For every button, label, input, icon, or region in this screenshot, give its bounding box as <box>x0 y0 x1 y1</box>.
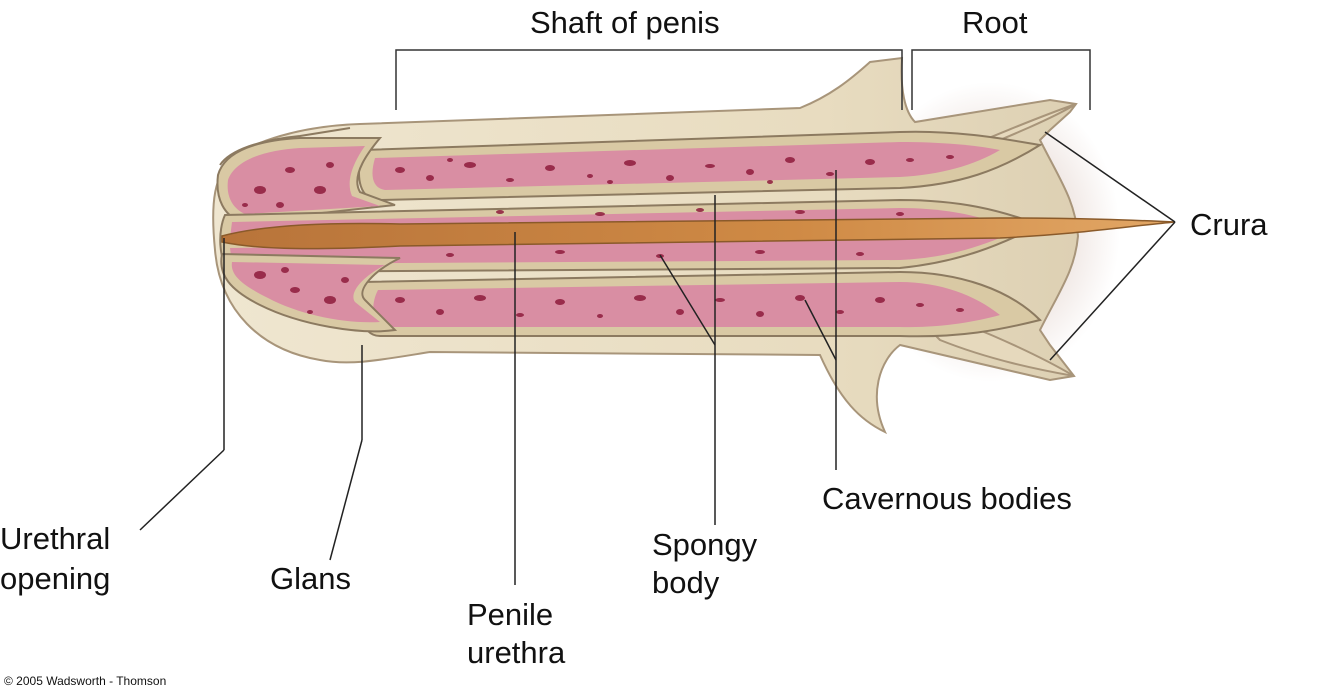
tissue-spots <box>242 155 964 318</box>
label-shaft-of-penis: Shaft of penis <box>530 5 720 40</box>
leader-lines <box>139 131 1176 585</box>
upper-cavernous-body <box>372 142 1001 190</box>
label-urethral-opening-line2: opening <box>0 561 111 596</box>
copyright-credit: © 2005 Wadsworth - Thomson <box>4 674 167 688</box>
label-penile-urethra-line2: urethra <box>467 635 566 670</box>
lower-cavernous-body <box>373 282 1000 328</box>
glans-upper-tissue <box>227 146 380 214</box>
label-spongy-body-line2: body <box>652 565 720 600</box>
label-glans: Glans <box>270 561 351 596</box>
label-cavernous-bodies: Cavernous bodies <box>822 481 1072 516</box>
spongy-body-lower <box>230 238 1000 264</box>
label-urethral-opening-line1: Urethral <box>0 521 111 556</box>
shaft-bracket <box>395 49 903 110</box>
glans-lower-tissue <box>231 262 385 323</box>
label-spongy-body-line1: Spongy <box>652 527 758 562</box>
label-penile-urethra-line1: Penile <box>467 597 554 632</box>
label-crura: Crura <box>1190 207 1268 242</box>
label-root: Root <box>962 5 1028 40</box>
root-bracket <box>911 49 1091 110</box>
